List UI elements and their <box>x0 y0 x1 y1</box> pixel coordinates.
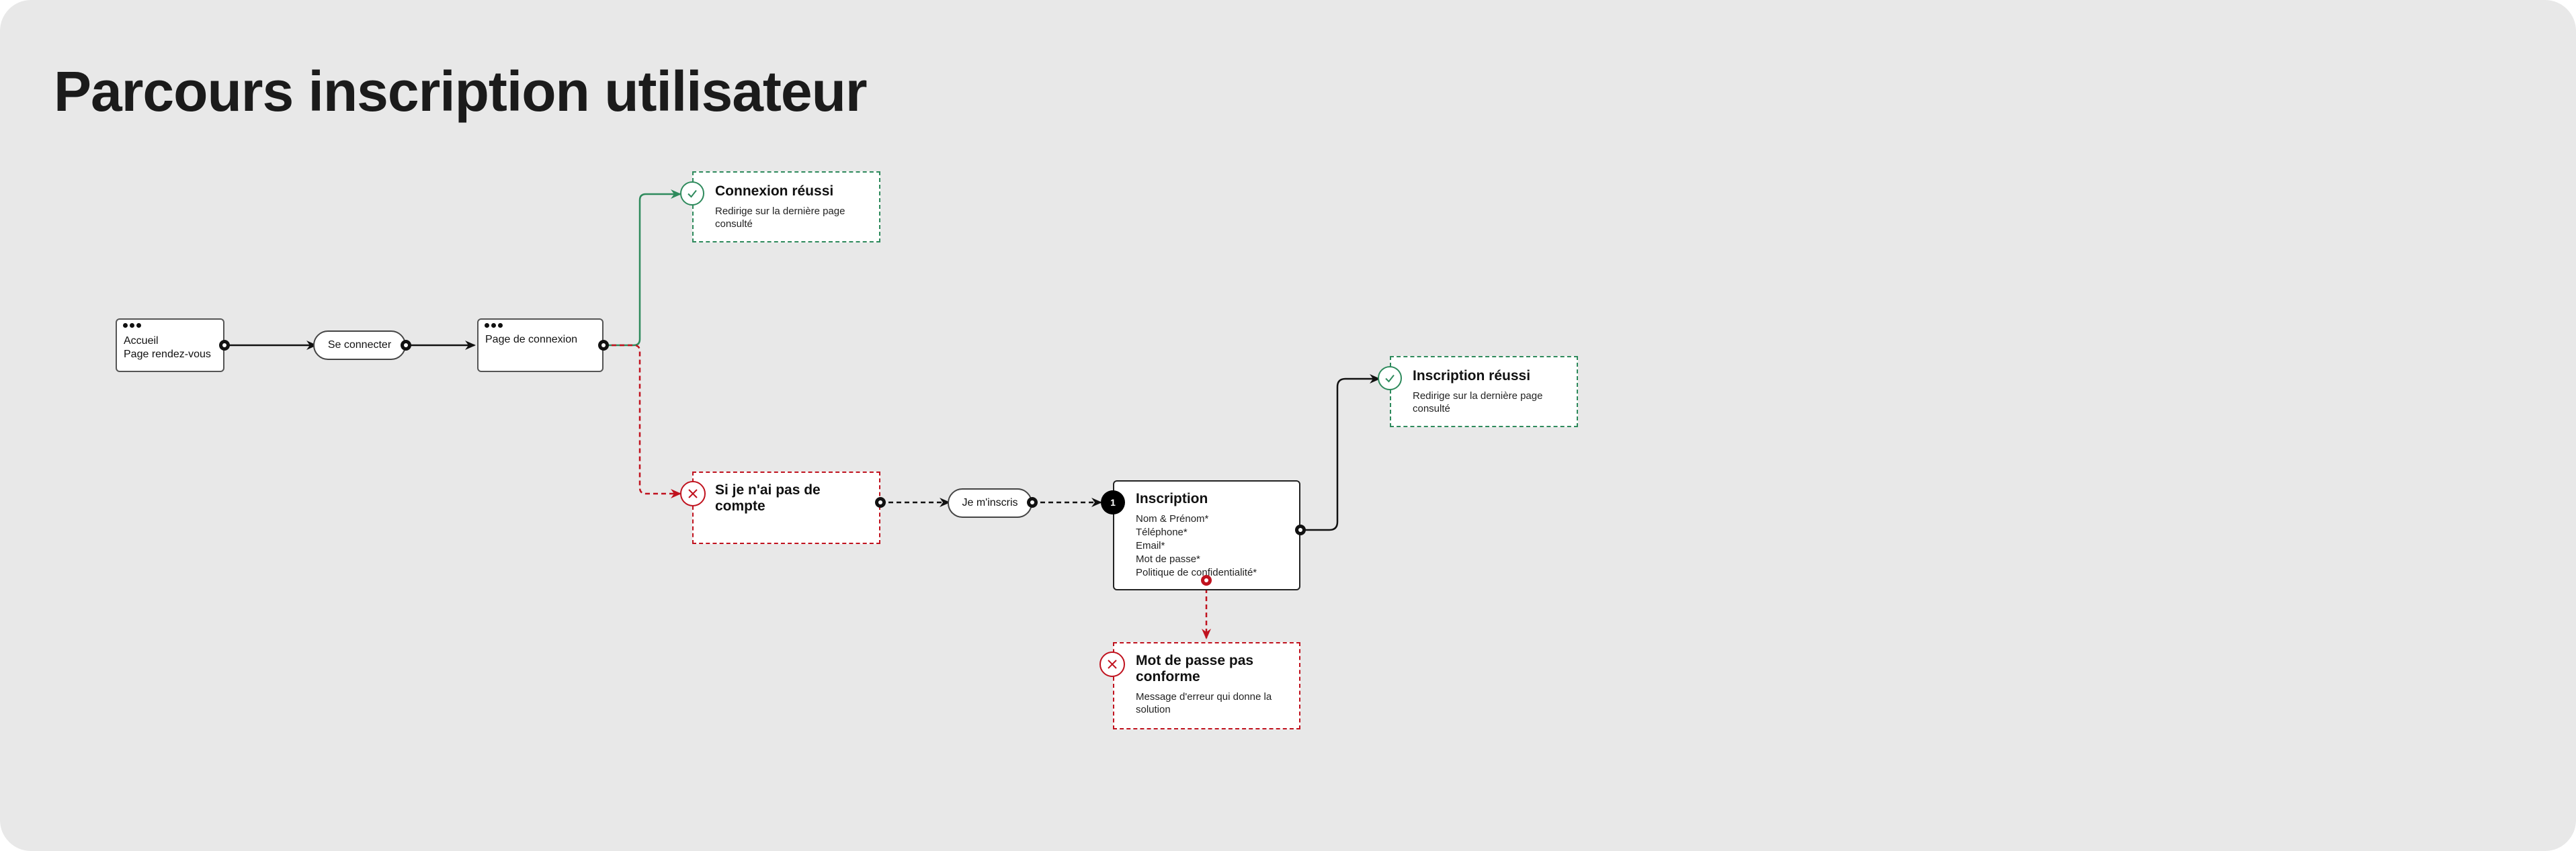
node-mdp-non-conforme-title: Mot de passe pas conforme <box>1136 653 1254 684</box>
node-pas-de-compte[interactable]: Si je n'ai pas de compte <box>692 472 880 544</box>
node-page-connexion[interactable]: Page de connexion <box>477 318 604 372</box>
node-inscription-reussi-description: Redirige sur la dernière page consulté <box>1413 390 1543 414</box>
window-dots-icon <box>485 323 503 328</box>
step-number-badge: 1 <box>1101 490 1125 514</box>
field-email: Email* <box>1136 540 1165 551</box>
node-accueil-line-1: Accueil <box>124 335 159 347</box>
node-inscription-reussi-title: Inscription réussi <box>1413 368 1531 384</box>
node-je-minscris-label: Je m'inscris <box>962 497 1018 508</box>
check-icon <box>680 181 704 206</box>
node-mdp-non-conforme[interactable]: Mot de passe pas conforme Message d'erre… <box>1113 642 1300 729</box>
edge-pas-de-compte <box>604 344 681 498</box>
node-se-connecter[interactable]: Se connecter <box>313 330 406 360</box>
port-accueil-out[interactable] <box>219 340 230 351</box>
node-inscription-title: Inscription <box>1136 491 1208 506</box>
port-pas-de-compte-out[interactable] <box>875 497 886 508</box>
edge-connexion-reussi <box>604 189 681 347</box>
port-inscription-error[interactable] <box>1201 575 1212 586</box>
window-dots-icon <box>123 323 141 328</box>
node-inscription-reussi[interactable]: Inscription réussi Redirige sur la derni… <box>1390 356 1578 427</box>
node-page-connexion-label: Page de connexion <box>485 334 577 345</box>
node-connexion-reussi-title: Connexion réussi <box>715 183 834 199</box>
cross-icon <box>1099 652 1125 677</box>
field-telephone: Téléphone* <box>1136 527 1188 538</box>
node-je-minscris[interactable]: Je m'inscris <box>948 488 1032 518</box>
node-connexion-reussi-description: Redirige sur la dernière page consulté <box>715 206 845 230</box>
node-mdp-non-conforme-description: Message d'erreur qui donne la solution <box>1136 691 1272 715</box>
check-icon <box>1378 366 1402 390</box>
edge-inscription-reussi <box>1300 374 1380 531</box>
node-inscription-fields: Nom & Prénom* Téléphone* Email* Mot de p… <box>1136 512 1288 580</box>
node-inscription[interactable]: Inscription Nom & Prénom* Téléphone* Ema… <box>1113 480 1300 590</box>
port-je-minscris-out[interactable] <box>1027 497 1038 508</box>
field-mot-de-passe: Mot de passe* <box>1136 553 1200 565</box>
field-politique: Politique de confidentialité* <box>1136 567 1257 578</box>
port-inscription-out[interactable] <box>1295 525 1306 535</box>
node-connexion-reussi[interactable]: Connexion réussi Redirige sur la dernièr… <box>692 171 880 242</box>
cross-icon <box>680 481 706 506</box>
node-pas-de-compte-title: Si je n'ai pas de compte <box>715 482 821 514</box>
port-page-connexion-out[interactable] <box>598 340 609 351</box>
port-se-connecter-out[interactable] <box>401 340 411 351</box>
node-accueil[interactable]: Accueil Page rendez-vous <box>116 318 224 372</box>
field-nom-prenom: Nom & Prénom* <box>1136 513 1209 525</box>
node-se-connecter-label: Se connecter <box>327 339 392 351</box>
page-title: Parcours inscription utilisateur <box>54 60 868 123</box>
node-accueil-line-2: Page rendez-vous <box>124 349 211 360</box>
